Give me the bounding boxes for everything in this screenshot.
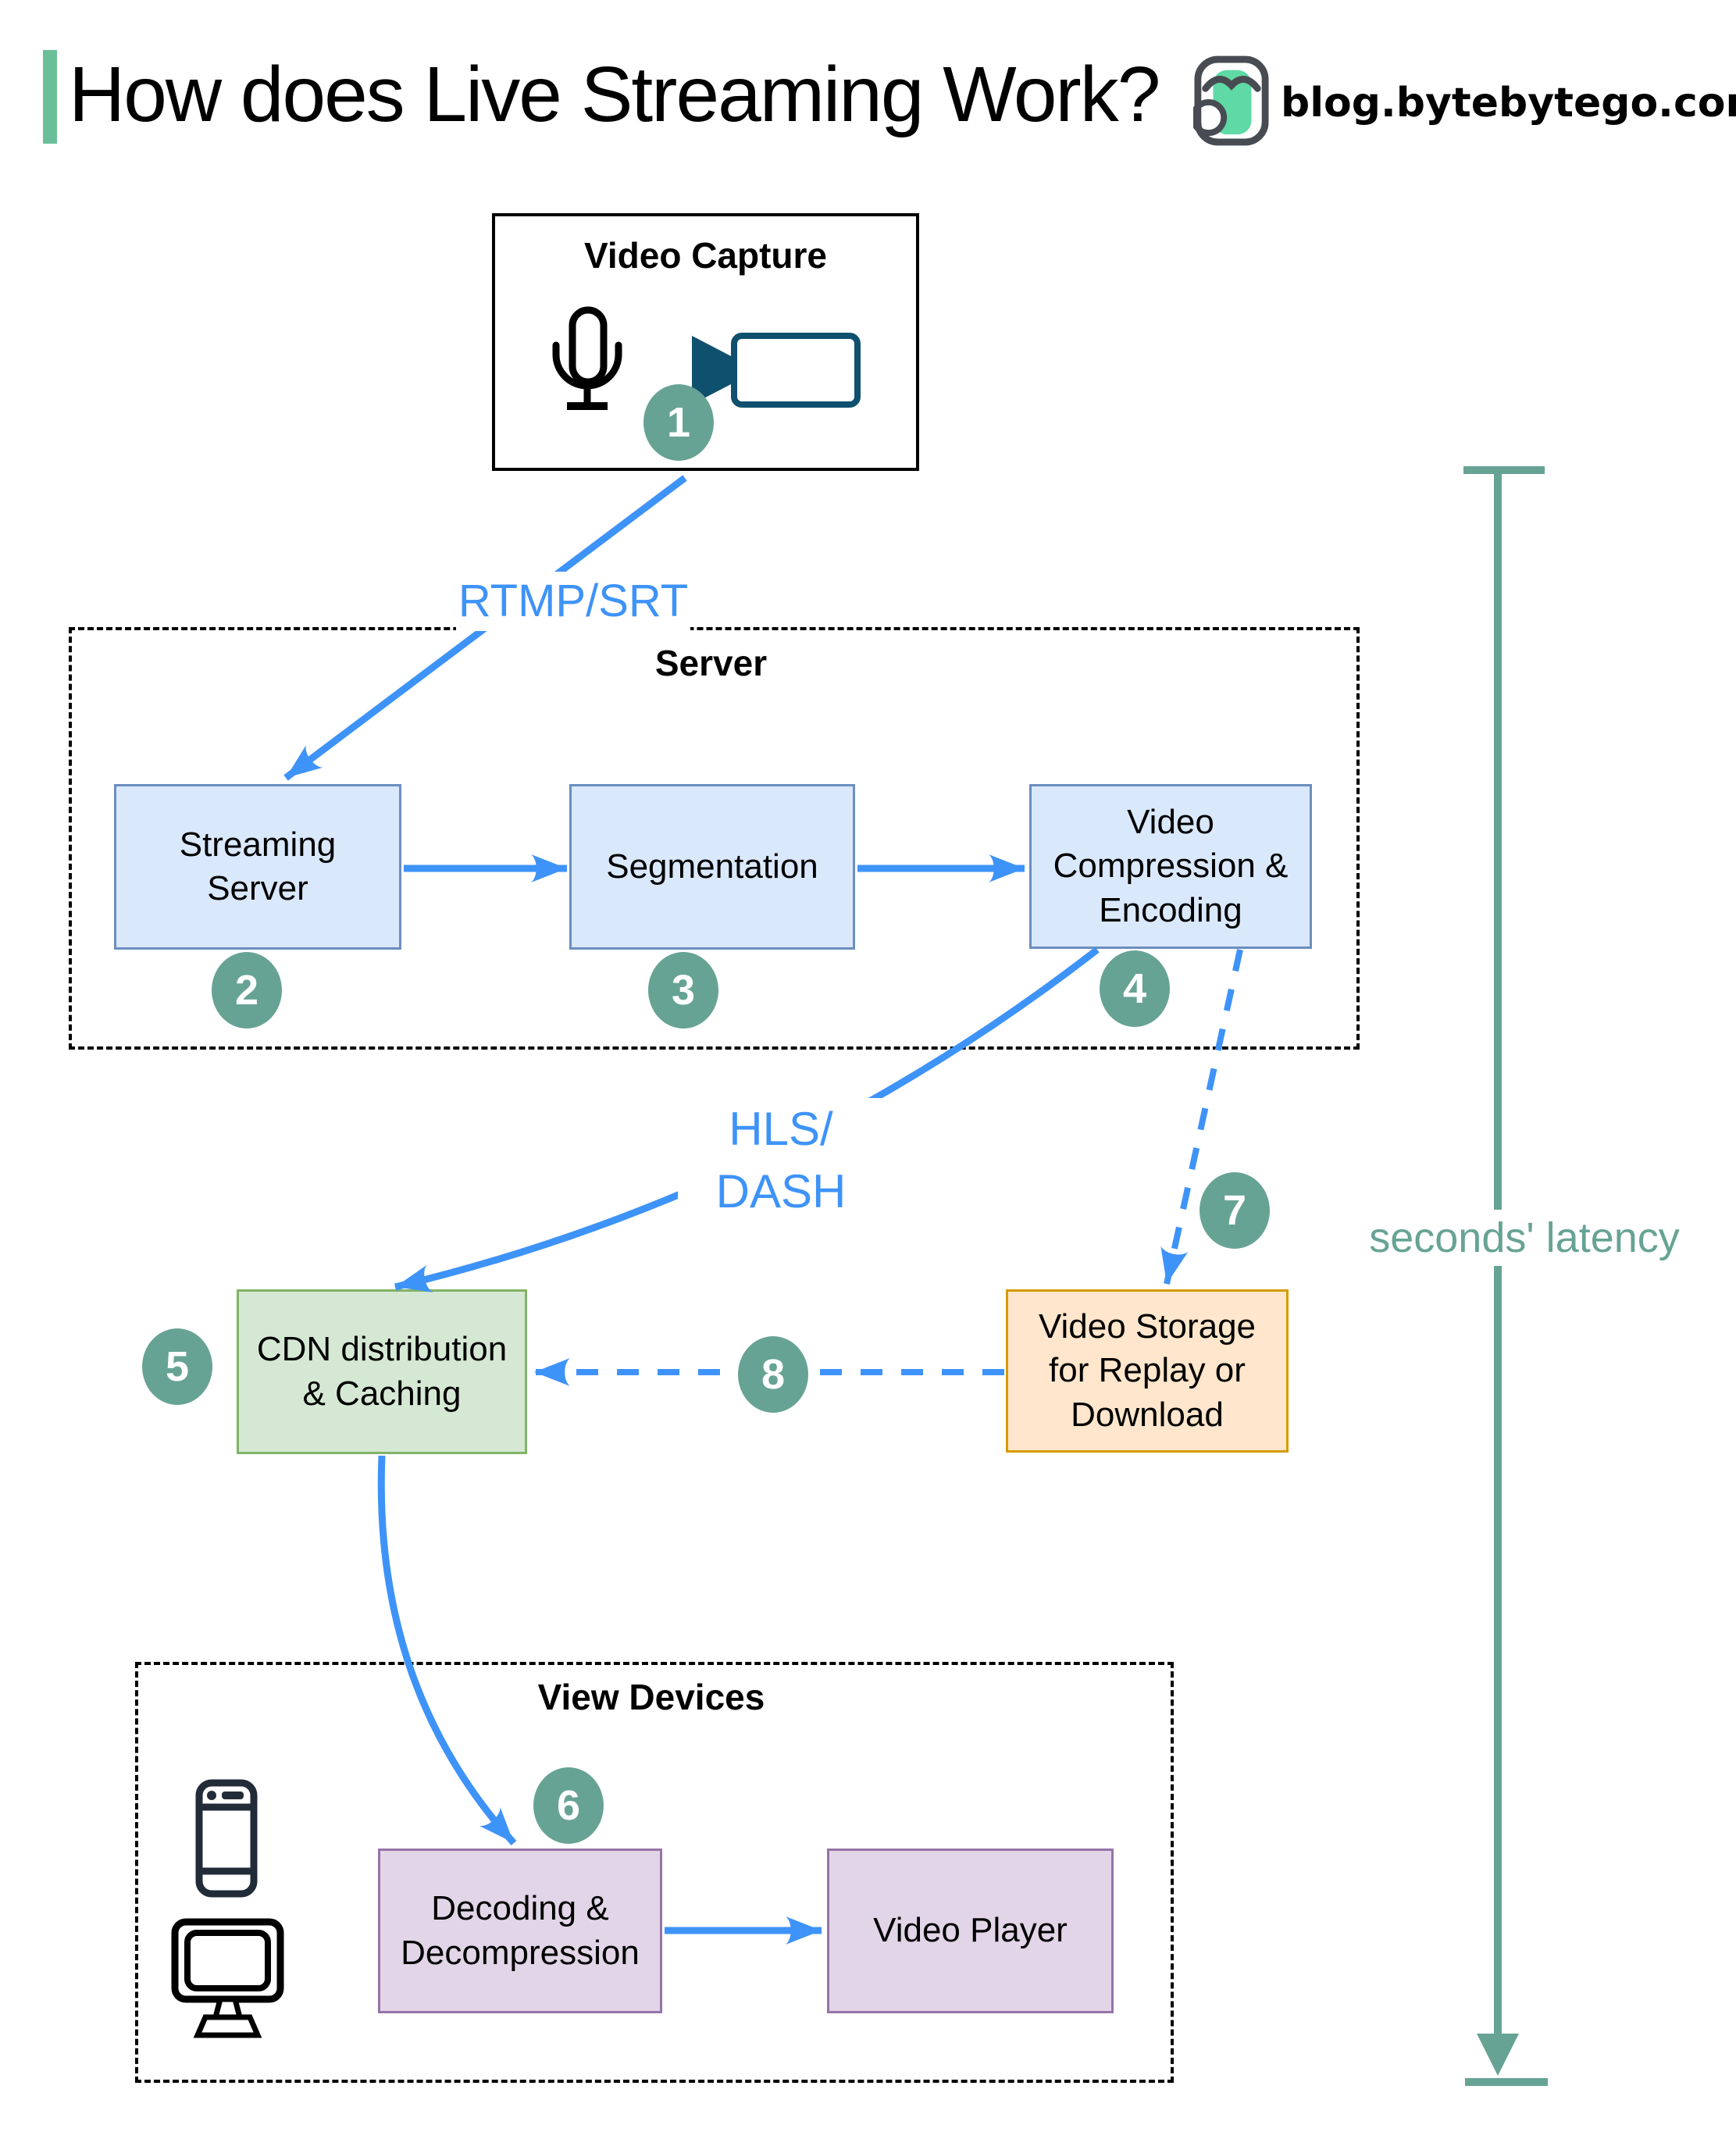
microphone-icon — [551, 306, 623, 419]
view-devices-group-container — [135, 1662, 1174, 2083]
bytebytego-owl-logo-icon — [1190, 55, 1270, 151]
latency-measure-line — [1463, 466, 1548, 2086]
smartphone-icon — [195, 1779, 258, 1902]
step-badge-4: 4 — [1100, 950, 1170, 1027]
video-storage-node: Video Storage for Replay or Download — [1006, 1289, 1289, 1453]
video-capture-title: Video Capture — [584, 235, 827, 276]
step-badge-8: 8 — [738, 1336, 808, 1413]
cdn-node: CDN distribution & Caching — [237, 1289, 527, 1454]
streaming-server-node: Streaming Server — [114, 784, 401, 950]
view-devices-group-title: View Devices — [537, 1677, 765, 1717]
segmentation-node: Segmentation — [569, 784, 855, 950]
hls-dash-edge-label: HLS/ DASH — [678, 1098, 884, 1223]
step-badge-7: 7 — [1200, 1172, 1270, 1249]
brand: blog.bytebytego.com — [1190, 55, 1736, 151]
decoding-node: Decoding & Decompression — [378, 1849, 662, 2013]
step-badge-1: 1 — [643, 384, 714, 461]
rtmp-srt-edge-label: RTMP/SRT — [456, 572, 690, 631]
step-badge-5: 5 — [142, 1328, 212, 1405]
video-compression-node: Video Compression & Encoding — [1029, 784, 1312, 949]
step-badge-2: 2 — [212, 952, 282, 1029]
desktop-monitor-icon — [171, 1918, 284, 2045]
server-group-title: Server — [654, 643, 768, 683]
step-badge-6: 6 — [533, 1767, 604, 1844]
step-badge-3: 3 — [648, 952, 718, 1029]
latency-label: seconds' latency — [1365, 1210, 1684, 1266]
brand-url: blog.bytebytego.com — [1281, 79, 1736, 127]
video-camera-icon — [687, 331, 862, 413]
video-player-node: Video Player — [827, 1849, 1114, 2013]
title-accent-bar — [43, 50, 57, 144]
page-title: How does Live Streaming Work? — [69, 51, 1160, 138]
